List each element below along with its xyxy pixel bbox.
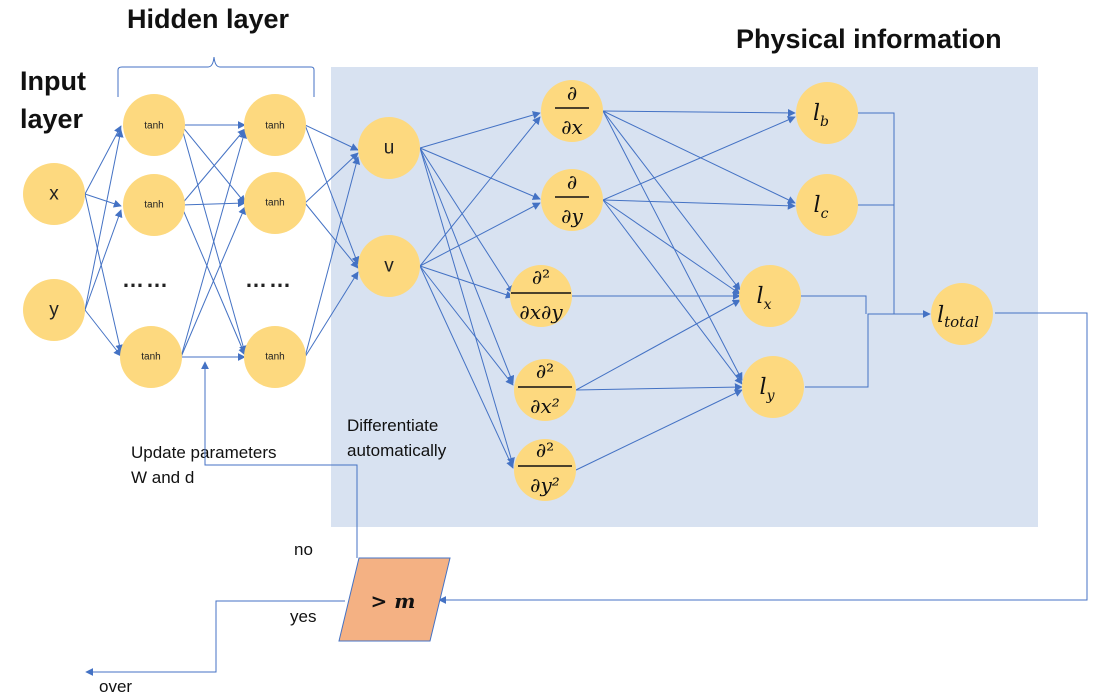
loss-node-ly: ly: [742, 356, 804, 418]
svg-text:ly: ly: [760, 375, 776, 404]
hidden-node: tanh: [244, 172, 306, 234]
svg-text:lb: lb: [813, 101, 829, 130]
edges-hidden-hidden: [180, 121, 247, 361]
hidden-layer-brace: [117, 56, 315, 97]
edges-loss-total: [800, 112, 931, 388]
hidden-ellipsis: ……: [122, 267, 170, 292]
loss-node-total: ltotal: [931, 283, 993, 345]
input-layer-title: Input layer: [20, 66, 86, 134]
svg-text:∂²: ∂²: [536, 359, 554, 383]
edges-input-hidden: [84, 125, 124, 357]
svg-text:tanh: tanh: [265, 352, 284, 363]
svg-text:lx: lx: [757, 284, 772, 313]
update-parameters-label: Update parameters W and d: [131, 443, 277, 487]
hidden-node: tanh: [123, 94, 185, 156]
edges-derivative-loss: [572, 108, 796, 471]
derivative-node-dy2: ∂² ∂y²: [514, 438, 576, 501]
svg-text:ltotal: ltotal: [937, 303, 979, 331]
derivative-node-dxdy: ∂² ∂x∂y: [510, 265, 572, 327]
derivative-node-dx2: ∂² ∂x²: [514, 359, 576, 421]
physical-information-title: Physical information: [736, 24, 1002, 54]
svg-text:∂²: ∂²: [532, 265, 550, 289]
svg-text:∂y²: ∂y²: [530, 473, 560, 497]
svg-text:∂x∂y: ∂x∂y: [519, 300, 563, 324]
physical-information-panel: [331, 67, 1038, 527]
hidden-node: tanh: [120, 326, 182, 388]
svg-text:tanh: tanh: [265, 198, 284, 209]
input-node-x: x: [23, 163, 85, 225]
loss-node-lx: lx: [739, 265, 801, 327]
input-node-y: y: [23, 279, 85, 341]
svg-text:tanh: tanh: [265, 121, 284, 132]
decision-box: > m: [338, 557, 451, 642]
svg-text:∂x²: ∂x²: [530, 394, 560, 418]
hidden-ellipsis: ……: [245, 267, 293, 292]
svg-text:tanh: tanh: [144, 200, 163, 211]
differentiate-label: Differentiate automatically: [347, 416, 447, 460]
hidden-node: tanh: [244, 326, 306, 388]
svg-text:y: y: [49, 300, 59, 321]
derivative-node-dy: ∂ ∂y: [541, 169, 603, 231]
svg-text:tanh: tanh: [141, 352, 160, 363]
output-node-u: u: [358, 117, 420, 179]
over-label: over: [99, 677, 133, 696]
svg-text:∂: ∂: [567, 81, 577, 105]
edges-output-derivative: [419, 111, 541, 469]
loss-node-lc: lc: [796, 174, 858, 236]
svg-text:∂: ∂: [567, 170, 577, 194]
svg-text:u: u: [384, 138, 395, 159]
svg-text:lc: lc: [814, 193, 829, 222]
hidden-layer-title: Hidden layer: [127, 4, 290, 34]
svg-text:v: v: [384, 256, 394, 277]
no-label: no: [294, 540, 313, 559]
loss-node-lb: lb: [796, 82, 858, 144]
svg-text:tanh: tanh: [144, 121, 163, 132]
yes-label: yes: [290, 607, 317, 626]
svg-text:∂x: ∂x: [561, 115, 583, 139]
edges-feedback: [85, 312, 1088, 676]
svg-text:> m: > m: [371, 589, 416, 613]
svg-text:x: x: [49, 184, 59, 205]
derivative-node-dx: ∂ ∂x: [541, 80, 603, 142]
edges-hidden-output: [304, 124, 361, 358]
hidden-node: tanh: [244, 94, 306, 156]
hidden-node: tanh: [123, 174, 185, 236]
svg-text:∂²: ∂²: [536, 438, 554, 462]
svg-text:∂y: ∂y: [561, 204, 583, 228]
output-node-v: v: [358, 235, 420, 297]
